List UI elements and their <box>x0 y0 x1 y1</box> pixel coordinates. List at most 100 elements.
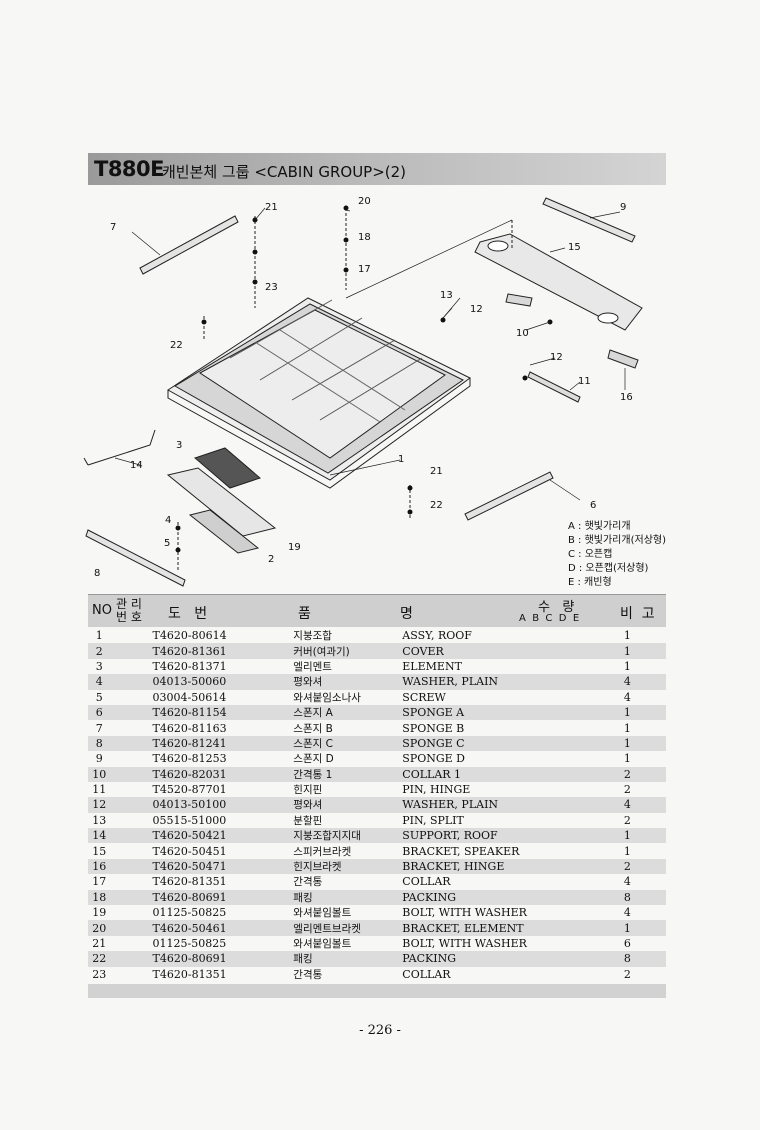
callout-4: 4 <box>165 515 171 526</box>
callout-11: 11 <box>578 376 591 387</box>
row-name-kr: 스폰지 B <box>293 722 333 735</box>
col-variants: A B C D E <box>519 613 580 624</box>
row-qty: 2 <box>623 813 631 827</box>
fastener-dots <box>175 205 553 553</box>
row-qty: 6 <box>623 937 631 950</box>
row-qty: 1 <box>623 735 666 752</box>
row-part-code: T4620-80691 <box>110 889 294 906</box>
row-part-code: T4620-81371 <box>152 659 227 673</box>
callout-23: 23 <box>265 282 278 293</box>
col-name-left: 품 <box>298 606 311 622</box>
row-name-en: SPONGE A <box>402 704 624 721</box>
model-title: T880E <box>94 157 165 181</box>
callout-22: 22 <box>430 500 443 511</box>
col-code: 도 번 <box>168 606 208 622</box>
row-name-kr: 평와셔 <box>293 674 403 690</box>
row-qty: 1 <box>623 844 631 858</box>
row-part-code: 03004-50614 <box>152 690 227 704</box>
row-qty: 1 <box>623 643 666 659</box>
row-name-en: COVER <box>402 643 624 659</box>
row-qty: 2 <box>623 783 631 797</box>
callout-12: 12 <box>470 304 483 315</box>
callout-9: 9 <box>620 202 626 213</box>
legend-item: A : 햇빛가리개 <box>568 521 631 532</box>
row-name-en: BRACKET, HINGE <box>402 858 624 875</box>
row-qty: 8 <box>623 951 666 967</box>
row-no: 10 <box>88 766 111 782</box>
row-no: 15 <box>92 844 107 858</box>
callout-labels: 1234567891011121213141516171819202121222… <box>94 196 633 579</box>
row-qty: 4 <box>623 674 666 690</box>
legend-item: C : 오픈캡 <box>568 549 613 560</box>
row-name-en: SPONGE B <box>402 721 465 735</box>
roof-assembly <box>167 297 471 489</box>
row-name-kr: 분할핀 <box>293 814 323 827</box>
row-name-kr: 와셔붙임볼트 <box>293 938 352 950</box>
filter-cover <box>188 509 260 554</box>
row-name-kr: 지붕조합 <box>293 630 332 643</box>
row-part-code: T4620-50451 <box>152 844 227 858</box>
row-name-en: SUPPORT, ROOF <box>402 828 624 844</box>
row-name-en: BOLT, WITH WASHER <box>402 906 527 920</box>
row-name-kr: 와셔붙임소나사 <box>293 691 361 704</box>
row-part-code: T4520-87701 <box>152 783 227 797</box>
row-name-en: COLLAR <box>402 875 451 889</box>
sponge-d <box>542 197 636 243</box>
row-no: 11 <box>92 783 107 797</box>
row-part-code: T4620-81154 <box>110 704 294 721</box>
row-no: 5 <box>95 690 103 704</box>
callout-22: 22 <box>170 340 183 351</box>
callout-2: 2 <box>268 554 274 565</box>
sponge-c <box>85 529 186 587</box>
row-no: 14 <box>88 828 111 844</box>
row-name-kr: 엘리멘트 <box>293 660 332 673</box>
row-no: 18 <box>88 889 111 906</box>
row-part-code: T4620-50471 <box>110 858 294 875</box>
table-footer-band <box>88 984 666 998</box>
row-name-kr: 간격통 1 <box>293 766 403 782</box>
row-part-code: 01125-50825 <box>152 906 227 920</box>
row-name-kr: 엘리멘트브라켓 <box>293 920 403 936</box>
sponge-b <box>139 215 239 275</box>
row-name-kr: 간격통 <box>293 968 323 981</box>
row-no: 2 <box>88 643 111 659</box>
callout-18: 18 <box>358 232 371 243</box>
row-part-code: T4620-81163 <box>152 721 227 735</box>
row-qty: 4 <box>623 906 631 920</box>
row-no: 3 <box>95 659 103 673</box>
row-no: 12 <box>88 797 111 813</box>
row-qty: 1 <box>623 704 666 721</box>
col-mgmt-top: 관 리 <box>116 597 142 611</box>
row-no: 8 <box>88 735 111 752</box>
row-qty: 4 <box>623 797 666 813</box>
row-no: 17 <box>92 875 107 889</box>
row-name-en: SPONGE C <box>402 735 624 752</box>
row-name-kr: 스피커브라켓 <box>293 845 352 858</box>
row-qty: 1 <box>623 920 666 936</box>
row-name-kr: 커버(여과기) <box>293 643 403 659</box>
row-no: 21 <box>92 937 107 950</box>
col-name-right: 명 <box>400 606 413 622</box>
row-name-en: PIN, HINGE <box>402 783 471 797</box>
row-no: 6 <box>88 704 111 721</box>
row-part-code: T4620-50461 <box>110 920 294 936</box>
row-part-code: T4620-82031 <box>110 766 294 782</box>
callout-21: 21 <box>430 466 443 477</box>
row-name-en: BOLT, WITH WASHER <box>402 937 527 950</box>
row-qty: 1 <box>623 828 666 844</box>
legend-item: B : 햇빛가리개(저상형) <box>568 535 666 546</box>
row-no: 23 <box>92 967 107 981</box>
row-name-en: COLLAR 1 <box>402 766 624 782</box>
callout-15: 15 <box>568 242 581 253</box>
